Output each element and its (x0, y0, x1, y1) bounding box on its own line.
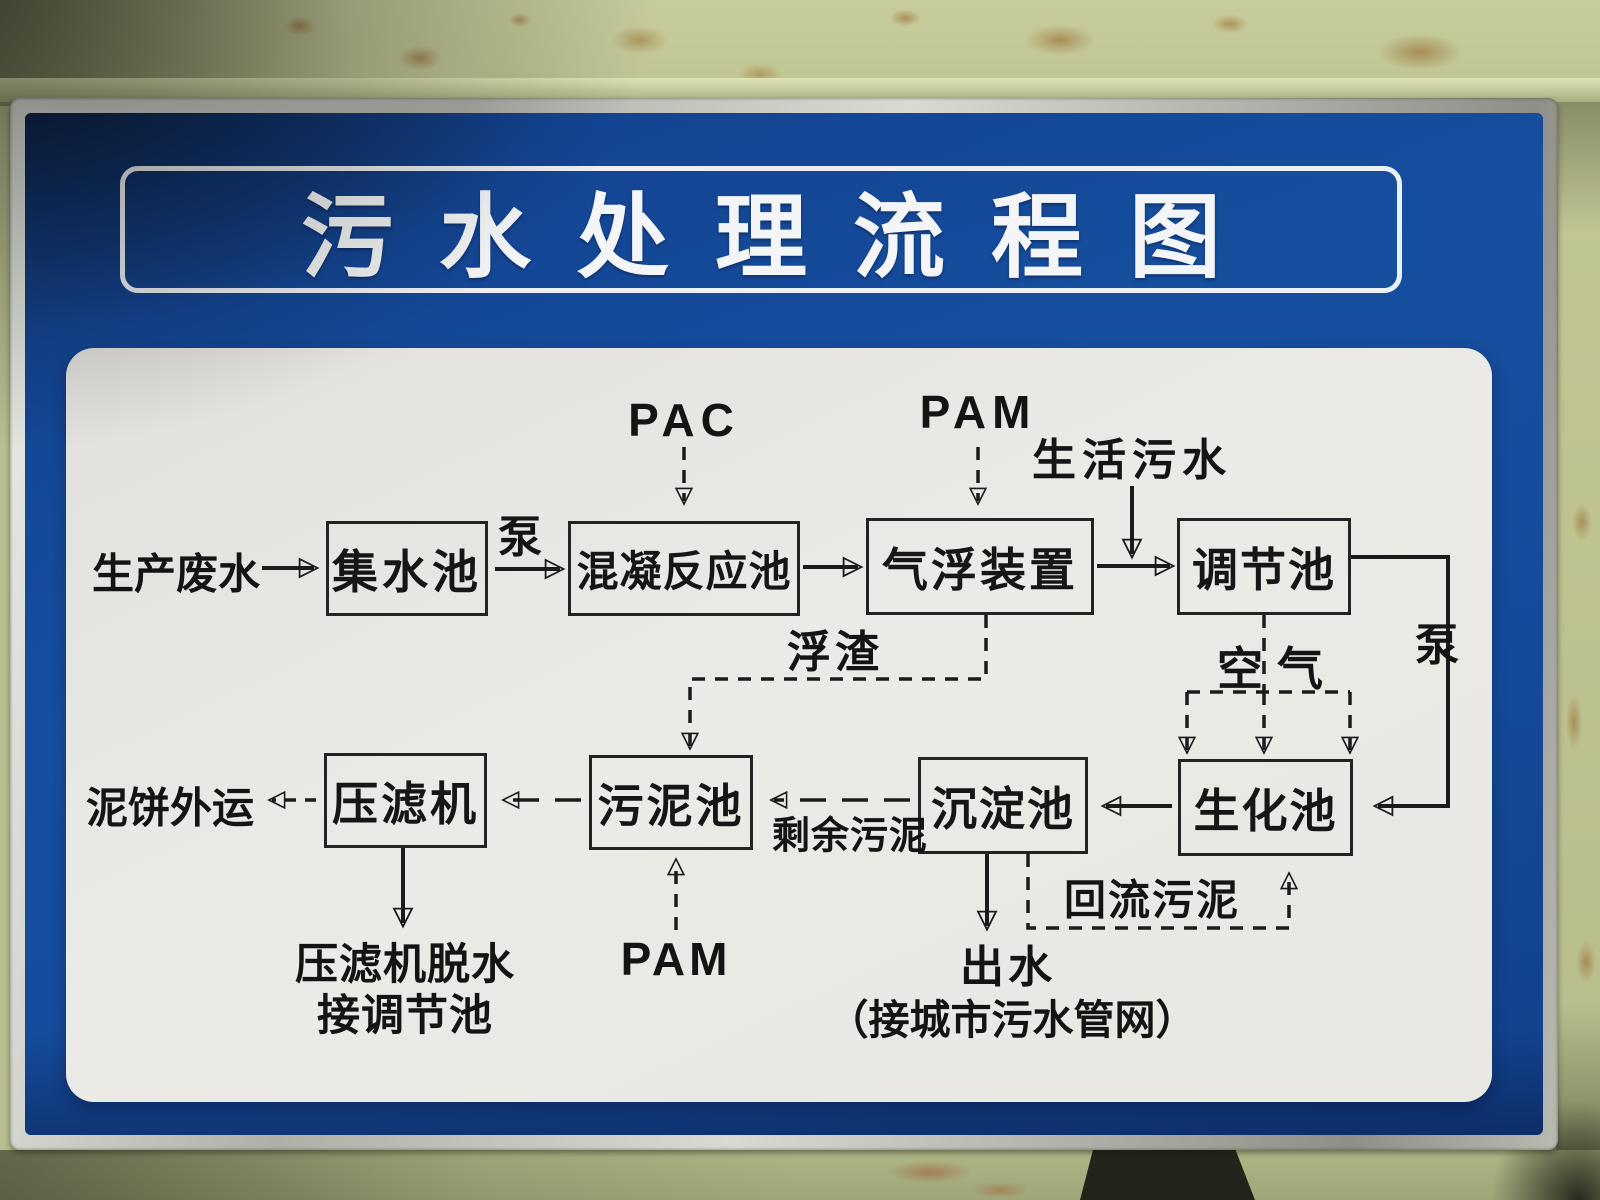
arrow-pump-regulating-to-biochemical (1351, 555, 1450, 806)
label-pump-right: 泵 (1415, 621, 1459, 670)
flow-arrows (262, 447, 1450, 1102)
node-biochemical-tank: 生化池 (1178, 759, 1353, 856)
node-regulating-tank-label: 调节池 (1192, 543, 1336, 596)
title-border: 污水处理流程图 (120, 166, 1402, 293)
node-collection-tank: 集水池 (326, 521, 488, 616)
node-collection-tank-label: 集水池 (332, 545, 482, 598)
sign-title: 污水处理流程图 (300, 187, 1267, 289)
node-filter-press-label: 压滤机 (332, 777, 479, 830)
label-pump-top: 泵 (498, 513, 542, 562)
label-domestic-sewage: 生活污水 (1032, 436, 1232, 485)
sign-metal-frame: 污水处理流程图 (10, 98, 1558, 1150)
node-sludge-tank-label: 污泥池 (597, 779, 745, 832)
shadow-post (1080, 1146, 1255, 1200)
node-sedimentation-tank-label: 沉淀池 (931, 782, 1075, 835)
label-filter-press-note-line2: 接调节池 (317, 992, 493, 1040)
node-filter-press: 压滤机 (324, 753, 487, 848)
node-air-flotation-label: 气浮装置 (882, 543, 1078, 596)
label-pam-bottom: PAM (620, 933, 732, 985)
label-effluent-note: （接城市污水管网） (827, 997, 1197, 1043)
node-biochemical-tank-label: 生化池 (1193, 784, 1338, 837)
label-excess-sludge: 剩余污泥 (771, 815, 929, 858)
wall-background-bottom (0, 1150, 1600, 1200)
node-air-flotation: 气浮装置 (866, 518, 1094, 615)
node-coagulation-tank: 混凝反应池 (568, 521, 800, 616)
node-coagulation-tank-label: 混凝反应池 (576, 548, 792, 595)
label-production-wastewater: 生产废水 (91, 550, 261, 598)
wall-background-right (1556, 102, 1600, 1200)
label-air: 空气 (1217, 643, 1337, 695)
label-mud-cake-out: 泥饼外运 (85, 784, 255, 832)
node-regulating-tank: 调节池 (1177, 518, 1351, 615)
arrow-scum-to-sludge-tank (690, 615, 988, 746)
sign-blue-face: 污水处理流程图 (25, 113, 1543, 1135)
label-pac: PAC (628, 394, 740, 446)
label-scum: 浮渣 (787, 628, 883, 677)
label-pam-top: PAM (919, 386, 1037, 438)
node-sludge-tank: 污泥池 (589, 755, 753, 850)
label-return-sludge: 回流污泥 (1063, 876, 1241, 924)
label-effluent: 出水 (960, 943, 1056, 992)
flow-diagram-panel: 集水池 混凝反应池 气浮装置 调节池 压滤机 污泥池 沉淀池 生化池 PAC P… (66, 348, 1492, 1102)
node-sedimentation-tank: 沉淀池 (918, 757, 1088, 854)
label-filter-press-note-line1: 压滤机脱水 (295, 941, 515, 989)
